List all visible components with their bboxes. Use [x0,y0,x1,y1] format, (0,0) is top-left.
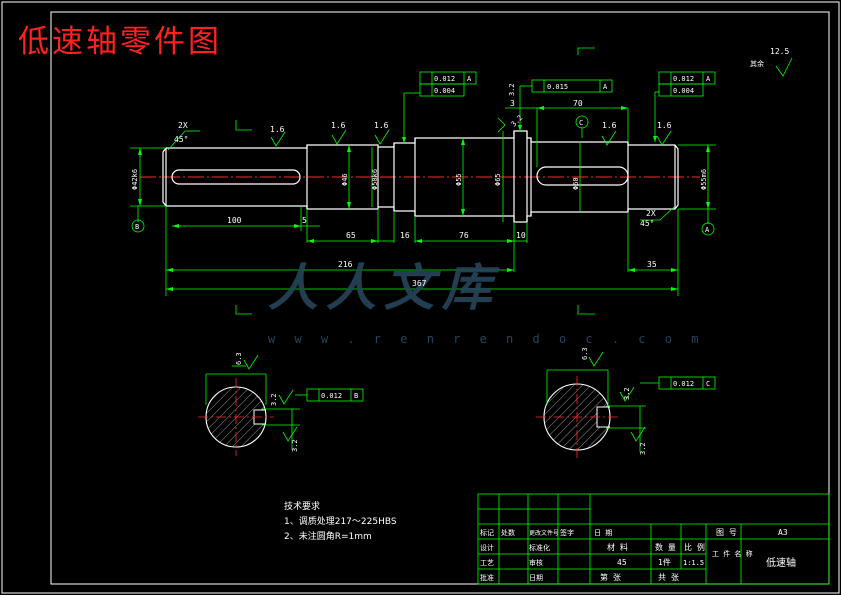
tol-f3b: 0.004 [673,87,694,95]
tol-f4: 0.012 [321,392,342,400]
tol-f1a-ref: A [467,75,472,83]
sec-b-top-rough: 6.3 [235,352,243,365]
keyway-left [171,169,301,185]
dia-mid: Φ50k6 [371,169,379,190]
tb-sign: 签字 [560,528,574,537]
tech-heading: 技术要求 [284,502,321,512]
dia-55: Φ55 [455,173,463,186]
tb-date2: 日期 [529,574,543,582]
tb-sheet-label: 第 张 [600,572,621,582]
dimension-arrows [138,106,710,291]
drawing-title: 低速轴零件图 [18,24,222,60]
tb-part-name: 低速轴 [766,556,796,569]
roughness-symbols [270,117,672,147]
tol-f3a-ref: A [706,75,711,83]
watermark-logo: 人人文库 [268,259,500,317]
tb-qty: 1件 [658,557,671,567]
tb-drawing-no: A3 [778,528,788,537]
tol-f3a: 0.012 [673,75,694,83]
tb-material-label: 材 料 [607,542,628,552]
sec-b-bottom-rough: 3.2 [291,439,299,452]
tol-f1a: 0.012 [434,75,455,83]
tb-material: 45 [617,558,627,567]
sec-c-bottom-rough: 3.2 [639,442,647,455]
dia-keyway: Φ60 [572,177,580,190]
dim-70: 70 [573,99,583,108]
section-b-dims [205,354,300,450]
tol-f2: 0.015 [547,83,568,91]
tol-f5-ref: C [706,380,710,388]
tb-work-name-label: 工 件 名 称 [712,549,753,558]
tb-count: 处数 [501,528,515,537]
rough-7: 3.2 [508,83,516,96]
section-b [198,378,274,456]
tech-requirements: 技术要求 1、调质处理217～225HBS 2、未注圆角R=1mm [284,500,397,545]
tb-standard: 标准化 [529,543,550,552]
dim-3: 3 [510,99,515,108]
dimension-lines [130,47,793,315]
tb-change-doc: 更改文件号 [529,529,559,537]
chamfer-right: 2X [646,209,656,218]
tol-f1b: 0.004 [434,87,455,95]
section-c [536,376,618,458]
tb-date: 日 期 [594,529,612,537]
rough-8: 3.2 [510,114,525,129]
datum-circles [131,115,715,236]
sec-c-top-rough: 6.3 [581,347,589,360]
dim-16: 16 [400,231,410,240]
shaft-outline [162,130,679,223]
dim-367: 367 [412,279,427,288]
watermark-url: w w w . r e n r e n d o c . c o m [268,332,705,346]
tb-design: 设计 [480,543,494,552]
tol-f2-ref: A [603,83,608,91]
tb-scale-label: 比 例 [684,542,705,552]
rough-3: 1.6 [374,121,389,130]
sec-b-side-rough: 3.2 [270,393,278,406]
dim-35: 35 [647,260,657,269]
datum-a-label: A [705,226,710,234]
rough-1: 1.6 [270,125,285,134]
tech-line-1: 1、调质处理217～225HBS [284,517,397,527]
tb-total-label: 共 张 [658,573,679,582]
dim-5: 5 [302,216,307,225]
sec-c-side-rough: 3.2 [623,387,631,400]
dia-65: Φ65 [494,173,502,186]
rough-2: 1.6 [331,121,346,130]
section-c-dims [546,351,646,452]
rough-4: 1.6 [602,121,617,130]
tb-mark: 标记 [480,528,494,537]
dim-65: 65 [346,231,356,240]
chamfer-right-angle: 45° [640,219,654,228]
chamfer-left-angle: 45° [174,135,188,144]
datum-b-label: B [135,223,139,231]
tb-drawing-no-label: 图 号 [716,528,737,537]
dim-100: 100 [227,216,242,225]
dia-left: Φ42k6 [131,169,139,190]
tb-qty-label: 数 量 [655,542,676,552]
tolerance-frames [295,71,716,402]
dia-46: Φ46 [341,173,349,186]
inner-frame [50,11,830,585]
title-block-grid [477,493,830,585]
rough-general-label: 其余 [750,59,764,68]
rough-5: 1.6 [657,121,672,130]
tb-check: 审核 [529,558,543,567]
dia-right: Φ55m6 [700,169,708,190]
tol-f5: 0.012 [673,380,694,388]
tol-f4-ref: B [354,392,358,400]
dim-10: 10 [516,231,526,240]
datum-c-label: C [579,119,583,127]
chamfer-left: 2X [178,121,188,130]
keyway-right [536,166,629,186]
tech-line-2: 2、未注圆角R=1mm [284,532,372,542]
rough-general: 12.5 [770,47,789,56]
dim-216: 216 [338,260,353,269]
dim-76: 76 [459,231,469,240]
tb-craft: 工艺 [480,559,494,567]
tb-scale: 1:1.5 [683,559,704,567]
tb-approve: 批准 [480,573,494,582]
